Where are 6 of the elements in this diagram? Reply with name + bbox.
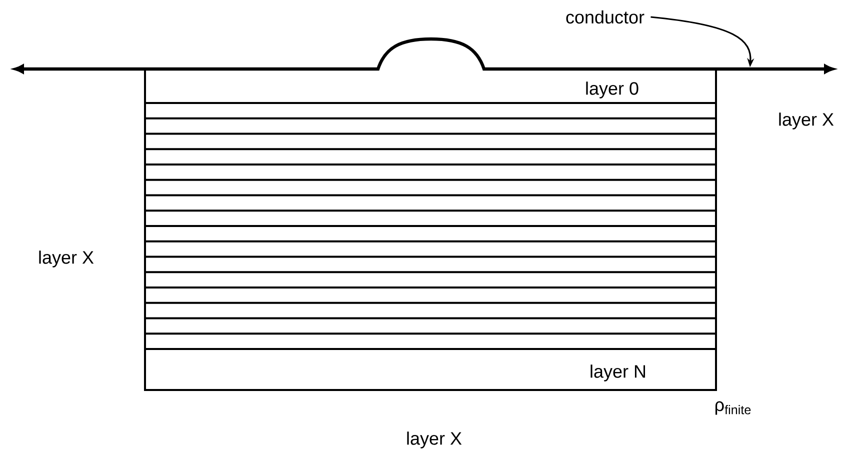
layer-label: layer X	[39, 250, 94, 268]
layer-label: layer X	[779, 112, 834, 130]
layer-label: layer X	[407, 432, 462, 448]
resistivity-label: ρ$_{finite}$	[715, 401, 751, 415]
conductor-label: conductor	[566, 10, 644, 24]
layer-label: layer N	[590, 364, 645, 382]
